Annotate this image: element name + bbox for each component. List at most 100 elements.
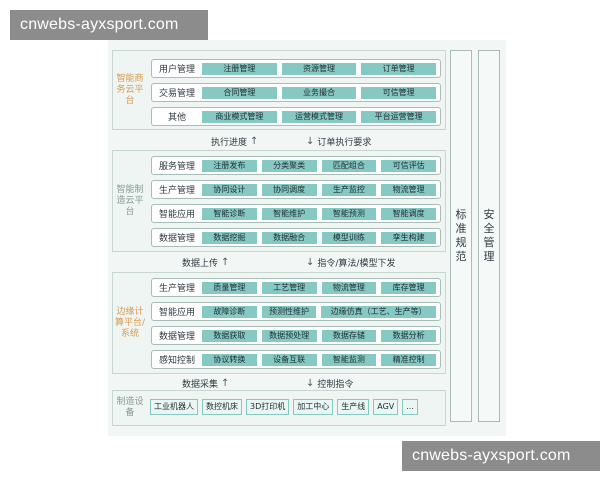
arrow-text: 数据采集 bbox=[182, 380, 219, 390]
device-cell: 加工中心 bbox=[293, 399, 334, 415]
module-cell: 数据分析 bbox=[381, 329, 436, 342]
row-sensing-control: 感知控制 协议转换 设备互联 智能监测 精准控制 bbox=[151, 350, 441, 369]
row-production-management: 生产管理 协同设计 协同调度 生产监控 物流管理 bbox=[151, 180, 441, 199]
watermark-top: cnwebs-ayxsport.com bbox=[10, 10, 208, 40]
row-title: 生产管理 bbox=[158, 284, 195, 294]
arrow-text: 指令/算法/模型下发 bbox=[317, 259, 396, 269]
group-label: 智能制造云平台 bbox=[116, 184, 144, 217]
module-cell: 注册发布 bbox=[202, 159, 257, 172]
arrow-down-icon: ↓ bbox=[306, 378, 315, 389]
device-cell: ... bbox=[402, 399, 418, 415]
module-cell: 模型训练 bbox=[321, 231, 377, 244]
row-data-management: 数据管理 数据获取 数据预处理 数据存储 数据分析 bbox=[151, 326, 441, 345]
group-label: 制造设备 bbox=[116, 397, 144, 418]
arrow-text: 执行进度 bbox=[211, 138, 248, 148]
module-cell: 智能预测 bbox=[321, 207, 377, 220]
row-title: 用户管理 bbox=[158, 65, 195, 75]
row-title: 生产管理 bbox=[158, 186, 195, 196]
arrow-up-icon: ↑ bbox=[250, 136, 259, 147]
module-cell: 智能诊断 bbox=[202, 207, 257, 220]
row-other: 其他 商业模式管理 运营模式管理 平台运营管理 bbox=[151, 107, 441, 126]
row-smart-application: 智能应用 故障诊断 预测性维护 边缘仿真（工艺、生产等） bbox=[151, 302, 441, 321]
arrow-text: 控制指令 bbox=[317, 380, 354, 390]
module-cell: 分类聚类 bbox=[261, 159, 317, 172]
module-cell: 订单管理 bbox=[361, 62, 437, 75]
arrow-up-icon: ↑ bbox=[221, 257, 230, 268]
device-cell: 3D打印机 bbox=[246, 399, 290, 415]
module-cell: 孪生构建 bbox=[381, 231, 436, 244]
arrow-label-progress: 执行进度↑ bbox=[211, 135, 258, 148]
module-cell: 业务撮合 bbox=[281, 86, 357, 99]
module-cell: 库存管理 bbox=[381, 281, 436, 294]
module-cell: 智能监测 bbox=[321, 353, 377, 366]
module-cell: 资源管理 bbox=[281, 62, 357, 75]
module-cell: 智能调度 bbox=[381, 207, 436, 220]
row-title: 感知控制 bbox=[158, 356, 195, 366]
module-cell: 协议转换 bbox=[202, 353, 257, 366]
module-cell: 预测性维护 bbox=[261, 305, 317, 318]
arrow-label-instructions: ↓指令/算法/模型下发 bbox=[306, 256, 395, 269]
module-cell: 数据获取 bbox=[202, 329, 257, 342]
module-cell: 精准控制 bbox=[381, 353, 436, 366]
arrow-text: 订单执行要求 bbox=[317, 138, 372, 148]
module-cell: 协同调度 bbox=[261, 183, 317, 196]
arrow-label-collection: 数据采集↑ bbox=[182, 377, 229, 390]
module-cell: 数据预处理 bbox=[261, 329, 317, 342]
module-cell: 运营模式管理 bbox=[281, 110, 357, 123]
arrow-up-icon: ↑ bbox=[221, 378, 230, 389]
device-list: 工业机器人 数控机床 3D打印机 加工中心 生产线 AGV ... bbox=[150, 399, 418, 415]
module-cell: 可信管理 bbox=[361, 86, 437, 99]
side-column-security: 安全管理 bbox=[478, 50, 500, 422]
device-cell: AGV bbox=[373, 399, 399, 415]
module-cell: 工艺管理 bbox=[261, 281, 317, 294]
row-production-management: 生产管理 质量管理 工艺管理 物流管理 库存管理 bbox=[151, 278, 441, 297]
module-cell: 注册管理 bbox=[202, 62, 277, 75]
row-title: 交易管理 bbox=[158, 89, 195, 99]
module-cell: 数据挖掘 bbox=[202, 231, 257, 244]
row-transaction-management: 交易管理 合同管理 业务撮合 可信管理 bbox=[151, 83, 441, 102]
module-cell: 质量管理 bbox=[202, 281, 257, 294]
device-cell: 生产线 bbox=[337, 399, 370, 415]
side-column-standards: 标准规范 bbox=[450, 50, 472, 422]
row-title: 智能应用 bbox=[158, 210, 195, 220]
row-title: 智能应用 bbox=[158, 308, 195, 318]
arrow-label-upload: 数据上传↑ bbox=[182, 256, 229, 269]
module-cell: 物流管理 bbox=[321, 281, 377, 294]
module-cell: 商业模式管理 bbox=[202, 110, 277, 123]
row-title: 其他 bbox=[167, 113, 186, 123]
architecture-diagram: 智能商务云平台 用户管理 注册管理 资源管理 订单管理 交易管理 合同管理 业务… bbox=[108, 40, 506, 436]
row-data-management: 数据管理 数据挖掘 数据融合 模型训练 孪生构建 bbox=[151, 228, 441, 247]
arrow-down-icon: ↓ bbox=[306, 136, 315, 147]
arrow-label-order: ↓订单执行要求 bbox=[306, 135, 371, 148]
arrow-label-control: ↓控制指令 bbox=[306, 377, 353, 390]
group-label: 智能商务云平台 bbox=[116, 73, 144, 106]
module-cell: 生产监控 bbox=[321, 183, 377, 196]
module-cell: 可信评估 bbox=[381, 159, 436, 172]
row-title: 数据管理 bbox=[158, 332, 195, 342]
group-edge-computing: 边缘计算平台/系统 生产管理 质量管理 工艺管理 物流管理 库存管理 智能应用 … bbox=[112, 272, 446, 374]
device-cell: 数控机床 bbox=[202, 399, 242, 415]
module-cell: 设备互联 bbox=[261, 353, 317, 366]
row-smart-application: 智能应用 智能诊断 智能维护 智能预测 智能调度 bbox=[151, 204, 441, 223]
module-cell: 物流管理 bbox=[381, 183, 436, 196]
module-cell: 边缘仿真（工艺、生产等） bbox=[321, 305, 437, 318]
group-label: 边缘计算平台/系统 bbox=[114, 306, 146, 339]
row-service-management: 服务管理 注册发布 分类聚类 匹配组合 可信评估 bbox=[151, 156, 441, 175]
arrow-down-icon: ↓ bbox=[306, 257, 315, 268]
module-cell: 数据融合 bbox=[261, 231, 317, 244]
device-cell: 工业机器人 bbox=[150, 399, 198, 415]
module-cell: 合同管理 bbox=[202, 86, 277, 99]
group-commerce-cloud: 智能商务云平台 用户管理 注册管理 资源管理 订单管理 交易管理 合同管理 业务… bbox=[112, 50, 446, 130]
arrow-text: 数据上传 bbox=[182, 259, 219, 269]
module-cell: 平台运营管理 bbox=[361, 110, 437, 123]
module-cell: 智能维护 bbox=[261, 207, 317, 220]
row-user-management: 用户管理 注册管理 资源管理 订单管理 bbox=[151, 59, 441, 78]
module-cell: 匹配组合 bbox=[321, 159, 377, 172]
watermark-bottom: cnwebs-ayxsport.com bbox=[402, 441, 600, 471]
row-title: 服务管理 bbox=[158, 162, 195, 172]
module-cell: 协同设计 bbox=[202, 183, 257, 196]
group-manufacturing-cloud: 智能制造云平台 服务管理 注册发布 分类聚类 匹配组合 可信评估 生产管理 协同… bbox=[112, 150, 446, 252]
row-title: 数据管理 bbox=[158, 234, 195, 244]
module-cell: 故障诊断 bbox=[202, 305, 257, 318]
module-cell: 数据存储 bbox=[321, 329, 377, 342]
